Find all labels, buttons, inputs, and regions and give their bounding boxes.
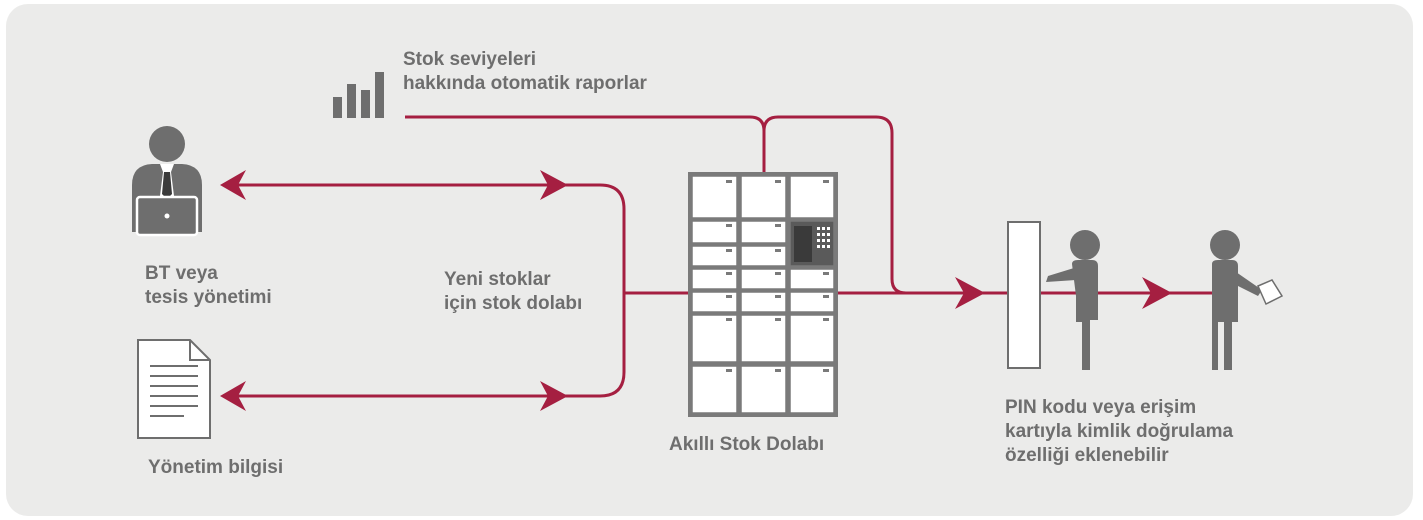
reports-label: Stok seviyeleri hakkında otomatik raporl… [403, 49, 647, 94]
arrow-management-info [225, 293, 626, 398]
arrowhead-user [1142, 277, 1172, 309]
new-stock-label: Yeni stoklar için stok dolabı [444, 269, 583, 314]
bar-chart-icon [333, 72, 384, 118]
management-label: BT veya tesis yönetimi [145, 263, 272, 308]
access-gate-icon [1007, 221, 1041, 369]
arrowhead-right-top [540, 170, 568, 200]
report-line-right [762, 115, 1008, 295]
person-laptop-icon [132, 126, 202, 237]
arrowhead-left-top [220, 170, 246, 200]
arrowhead-right-bottom [540, 381, 568, 411]
arrowhead-gate [955, 277, 985, 309]
document-icon [137, 339, 211, 439]
report-line [405, 115, 766, 175]
auth-label: PIN kodu veya erişim kartıyla kimlik doğ… [1005, 397, 1234, 466]
flow-lines [225, 115, 1225, 398]
arrowheads [220, 170, 1172, 411]
smart-locker-icon [688, 172, 838, 417]
cabinet-label: Akıllı Stok Dolabı [669, 434, 825, 455]
arrowhead-left-bottom [220, 381, 246, 411]
management-info-label: Yönetim bilgisi [148, 457, 284, 478]
arrow-management [225, 183, 690, 295]
person-icon [1046, 230, 1100, 370]
person-with-card-icon [1210, 230, 1284, 370]
